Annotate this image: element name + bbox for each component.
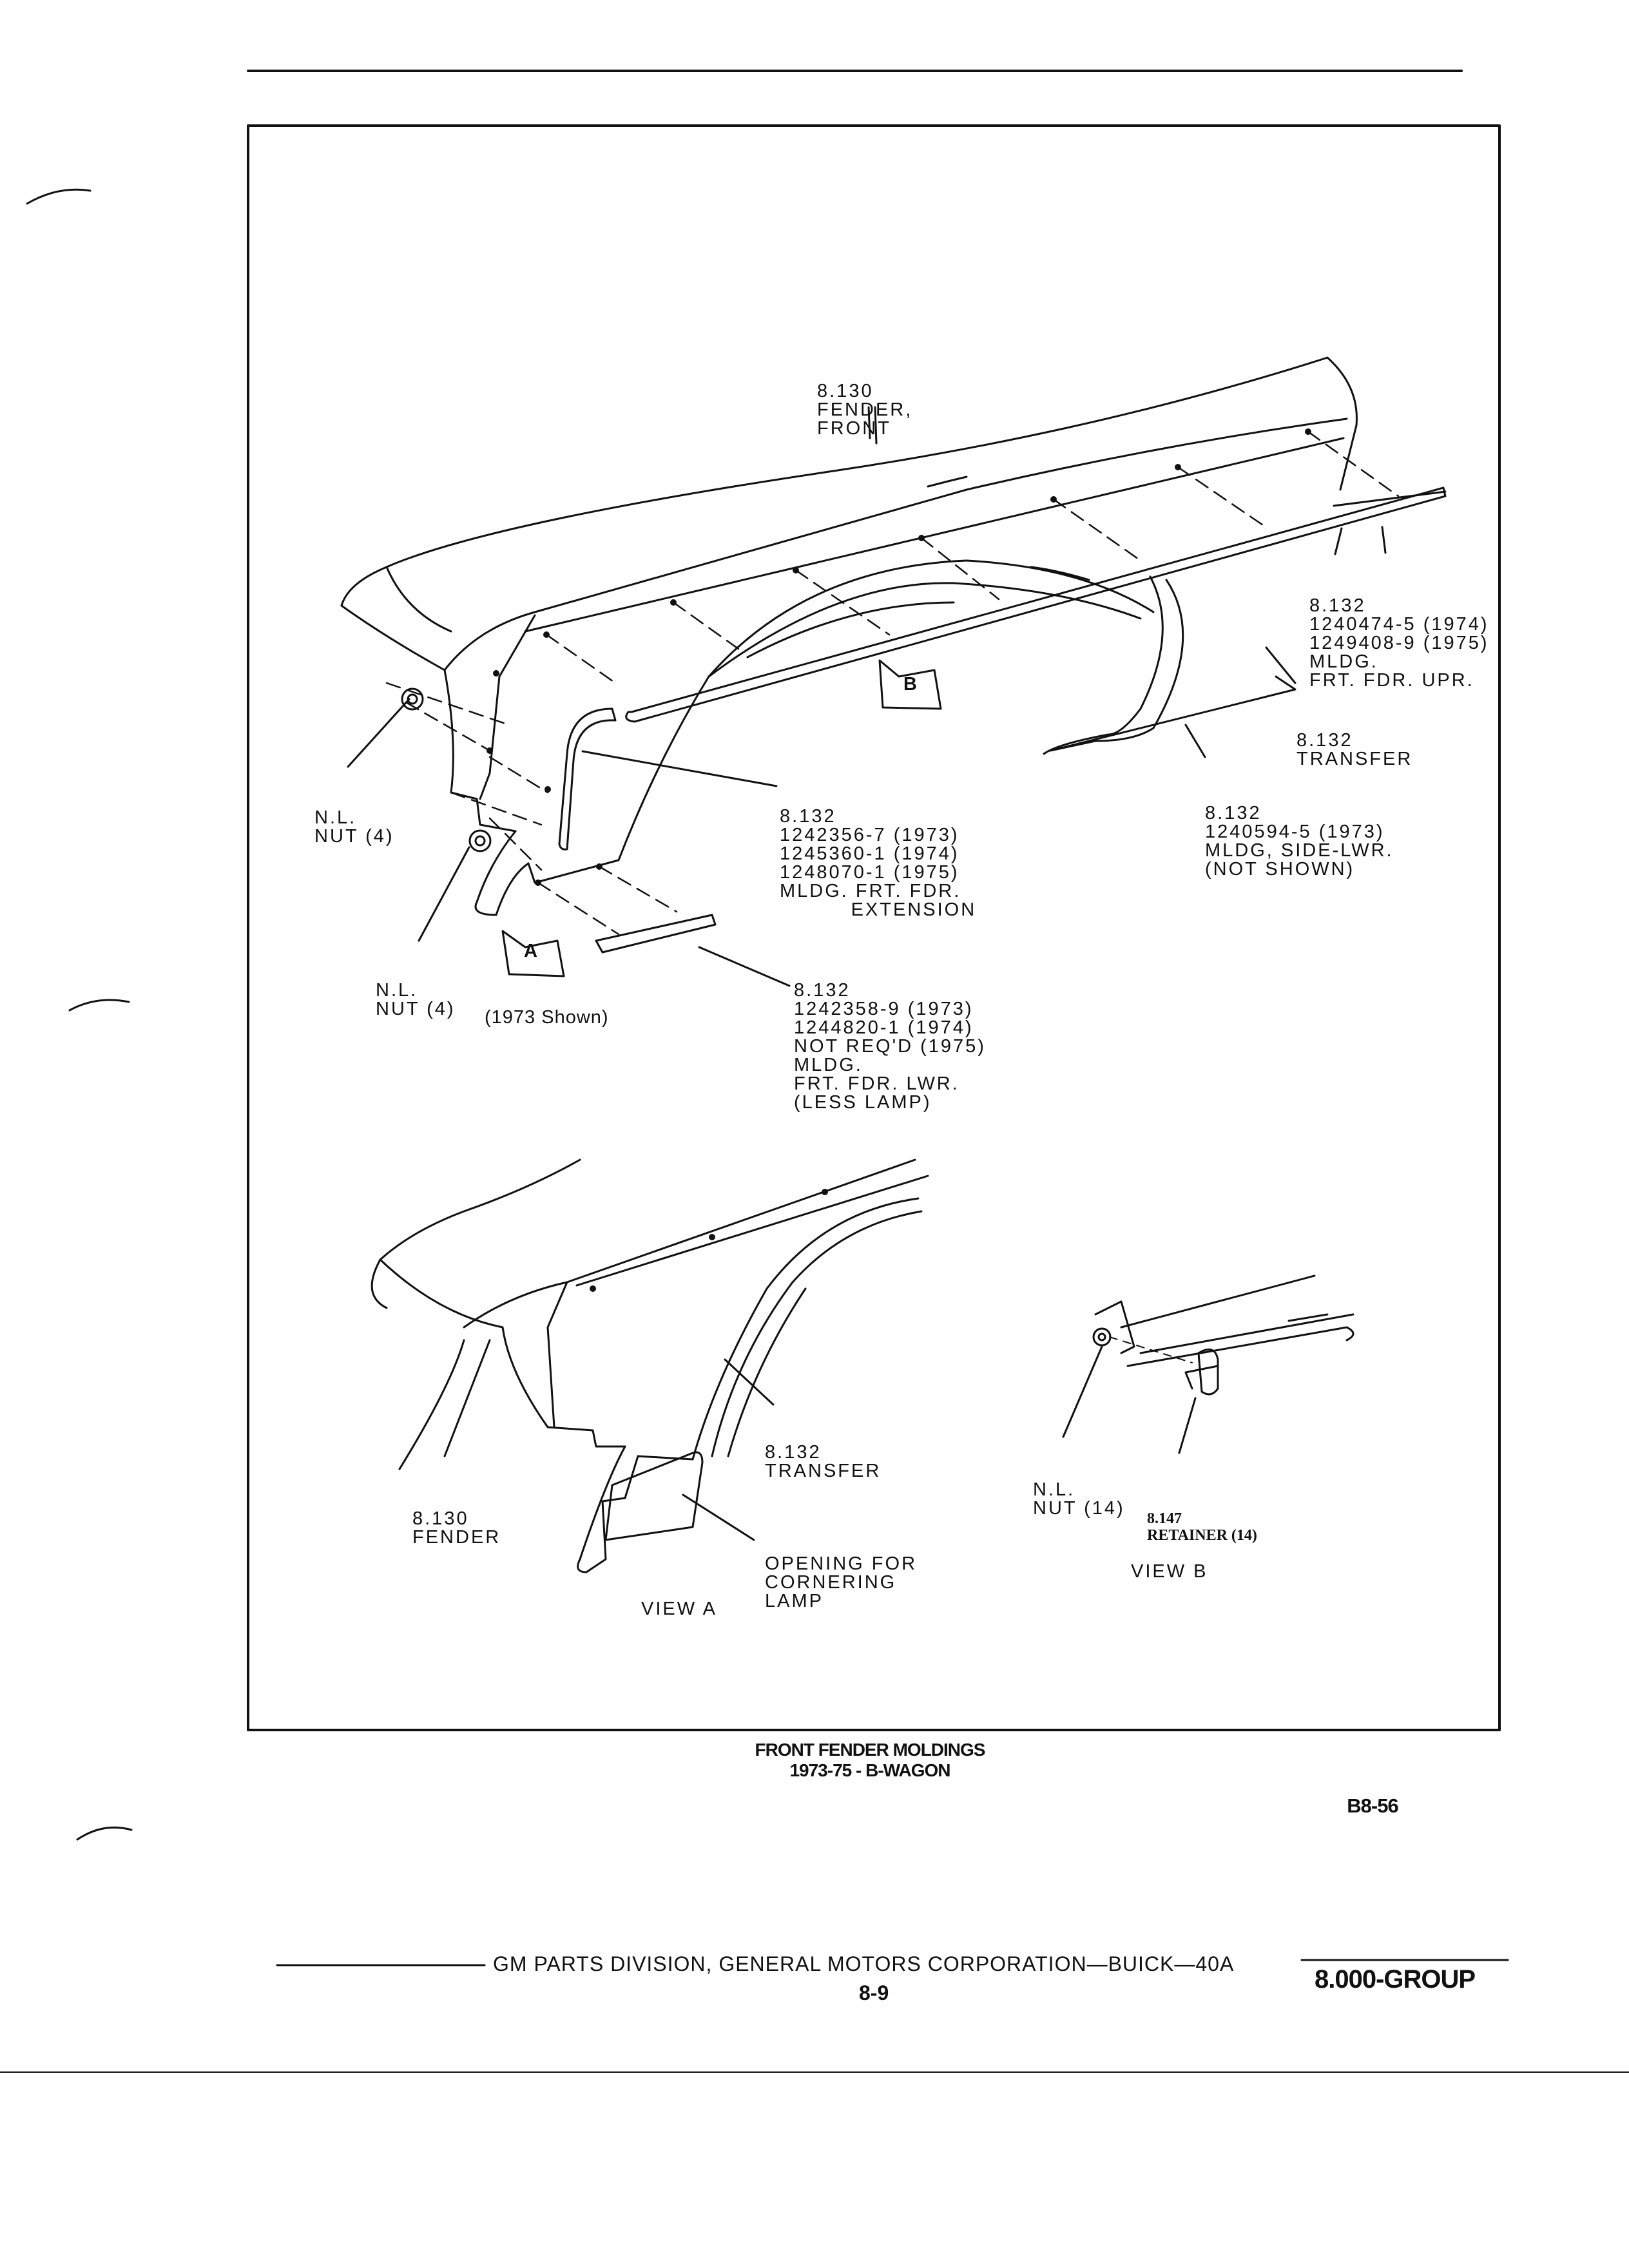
nut-view-b-icon [1092,1327,1112,1347]
callout-nut-upper: N.L.NUT (4) [314,807,394,847]
molding-upper [625,486,1447,723]
view-a-label: VIEW A [641,1599,717,1619]
footer-publisher: GM PARTS DIVISION, GENERAL MOTORS CORPOR… [493,1952,1235,1975]
note-1973-shown: (1973 Shown) [485,1007,609,1028]
molding-extension [558,707,617,850]
molding-lower [595,914,717,954]
fender-outline [340,356,1358,607]
callout-nut-lower: N.L.NUT (4) [376,980,456,1019]
retainer-icon [1197,1348,1219,1396]
nut-lower-icon [468,829,492,852]
caption-title: FRONT FENDER MOLDINGS [755,1740,986,1760]
footer-group: 8.000-GROUP [1315,1965,1476,1994]
footer-page-number: 8-9 [859,1981,889,2004]
wheel-arch [1107,575,1164,736]
marker-a-label: A [524,941,539,961]
nut-upper-icon [401,687,424,711]
view-b-label: VIEW B [1131,1561,1208,1582]
callout-nut-view-b: N.L.NUT (14) [1033,1479,1125,1519]
figure-code: B8-56 [1347,1794,1398,1817]
marker-b-label: B [903,674,919,695]
cornering-lamp-opening [604,1451,704,1541]
figure-caption: FRONT FENDER MOLDINGS 1973-75 - B-WAGON [644,1740,1095,1781]
caption-subtitle: 1973-75 - B-WAGON [789,1760,950,1780]
